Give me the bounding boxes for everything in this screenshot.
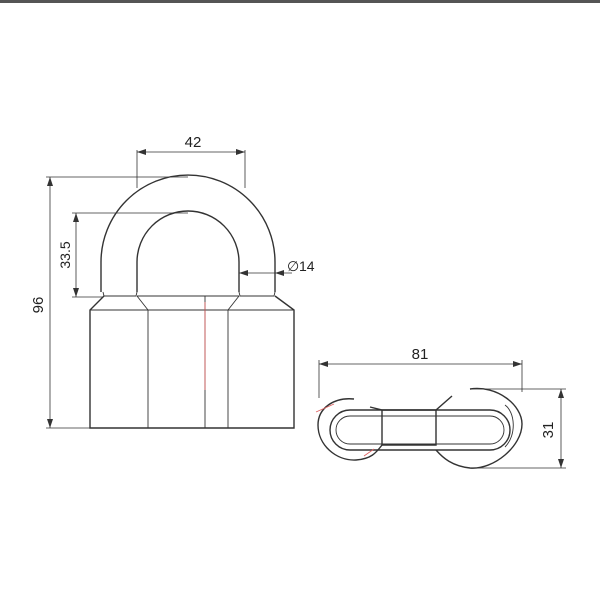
front-view: 42 96 33.5 ∅ 14 [30, 134, 315, 429]
dimension-width-42: 42 [136, 134, 246, 188]
dimension-label-diameter: 14 [299, 258, 315, 274]
top-border [0, 0, 600, 3]
dimension-label-shackle: 33.5 [57, 241, 73, 268]
shackle [100, 174, 276, 297]
dimension-depth-31: 31 [470, 388, 566, 469]
dimension-label-length: 81 [412, 346, 429, 363]
lock-body [89, 295, 295, 429]
dimension-shackle-33-5: 33.5 [57, 212, 188, 298]
dimension-height-96: 96 [30, 176, 188, 429]
dimension-label-depth: 31 [540, 422, 557, 439]
lock-outline-top [315, 387, 523, 469]
dimension-label-height: 96 [30, 297, 47, 314]
dimension-label-width: 42 [185, 134, 202, 151]
dimension-diameter-14: ∅ 14 [239, 258, 315, 276]
top-view: 81 31 [315, 346, 566, 469]
dimension-length-81: 81 [318, 346, 523, 398]
diameter-symbol: ∅ [287, 258, 299, 274]
